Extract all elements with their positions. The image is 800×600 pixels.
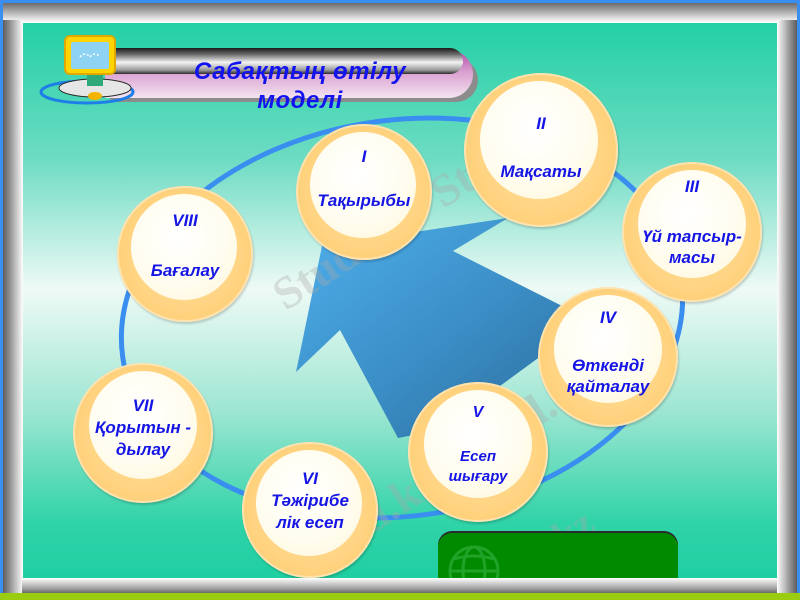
stage-numeral: VIII [172, 211, 198, 230]
stage-numeral: VI [301, 469, 319, 488]
stage-5-problem-solving: V Есеп шығару [408, 382, 548, 522]
frame-right-bar [777, 20, 797, 593]
stage-label: Үй тапсыр- [642, 227, 742, 246]
bottom-accent-strip [0, 593, 800, 600]
stage-label: Қорытын - [94, 418, 192, 437]
stage-label-2: шығару [448, 468, 508, 485]
stage-8-evaluation: VIII Бағалау [117, 186, 253, 322]
stage-6-practical-task: VI Тәжірибе лік есеп [242, 442, 378, 578]
stage-numeral: VII [132, 396, 154, 415]
title-line-1: Сабақтың өтілу [193, 58, 407, 85]
stage-label: Бағалау [150, 261, 220, 280]
stage-label-2: дылау [115, 440, 171, 459]
frame-left-bar [3, 20, 23, 593]
computer-icon [39, 35, 135, 105]
stage-label: Тақырыбы [317, 191, 411, 210]
frame-top-bar [3, 3, 797, 23]
stage-label: Тәжірибе [271, 491, 349, 510]
stage-2-goal: II Мақсаты [464, 73, 618, 227]
stage-label-2: масы [668, 248, 715, 267]
stage-numeral: III [684, 177, 700, 196]
stage-7-conclusion: VII Қорытын - дылау [73, 363, 213, 503]
title-banner-bar [108, 48, 463, 74]
frame-bottom-bar [22, 578, 777, 594]
stage-label: Мақсаты [500, 162, 582, 181]
stage-4-review: IV Өткенді қайталау [538, 287, 678, 427]
stage-numeral: IV [599, 308, 617, 327]
stage-label: Өткенді [572, 356, 644, 375]
stage-numeral: II [536, 114, 546, 133]
stage-label-2: қайталау [566, 377, 650, 396]
stage-numeral: V [472, 404, 484, 421]
stage-label-2: лік есеп [276, 513, 344, 532]
stage-3-homework: III Үй тапсыр- масы [622, 162, 762, 302]
page-title: Сабақтың өтілу моделі [150, 57, 450, 115]
stage-label: Есеп [459, 448, 497, 465]
stage-1-topic: I Тақырыбы [296, 124, 432, 260]
stage-numeral: I [361, 147, 367, 166]
title-line-2: моделі [257, 87, 343, 114]
